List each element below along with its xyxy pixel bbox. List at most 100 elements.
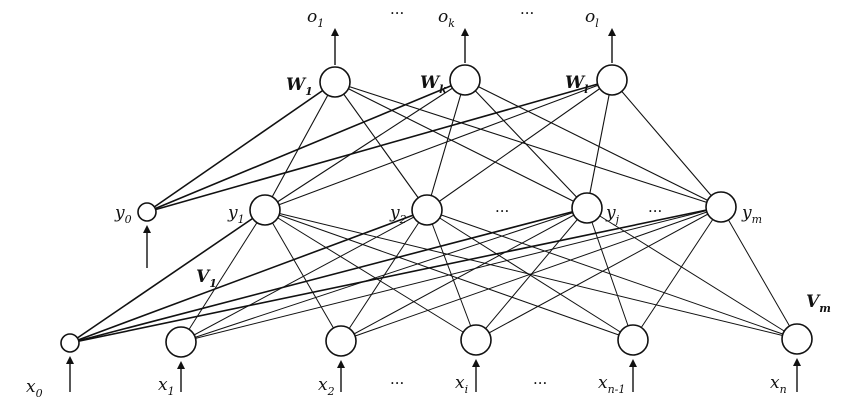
edge-input-to-hidden	[264, 209, 798, 340]
input-arrow	[472, 359, 480, 392]
edge-input-to-hidden	[264, 209, 634, 341]
hidden-label-m-base: y	[741, 203, 752, 223]
output-label-l: ol	[585, 7, 599, 30]
input-label-i: xi	[455, 373, 468, 396]
bias-input-arrow	[143, 225, 151, 268]
input-arrow	[337, 360, 345, 392]
input-label-1-base: x	[158, 375, 168, 395]
hidden-label-0-subscript: 0	[125, 213, 132, 226]
edge-hidden-to-output	[334, 81, 588, 209]
edge-input-to-hidden	[180, 209, 266, 343]
input-arrow	[66, 356, 74, 392]
edge-input-to-hidden	[69, 209, 428, 344]
input-weight-label-1-base: V	[196, 267, 211, 287]
edge-input-to-hidden	[475, 207, 588, 341]
hidden-neuron-1	[249, 194, 281, 226]
hidden-label-1-base: y	[227, 203, 238, 223]
input-label-2: x2	[318, 375, 335, 398]
edge-input-to-hidden	[426, 209, 798, 340]
edge-hidden-to-output	[146, 79, 466, 213]
edge-input-to-hidden	[69, 206, 722, 344]
input-label-0: x0	[26, 377, 43, 400]
hidden-label-2: y2	[389, 203, 407, 226]
edge-input-to-hidden	[340, 207, 588, 342]
output-label-k-base: o	[438, 7, 448, 27]
hidden-neuron-m	[705, 191, 737, 223]
output-label-1-base: o	[307, 7, 317, 27]
edge-hidden-to-output	[334, 81, 428, 211]
input-bias-neuron	[60, 333, 80, 353]
ellipsis-5: ···	[390, 374, 404, 392]
edge-hidden-to-output	[586, 79, 613, 209]
edge-input-to-hidden	[264, 209, 477, 341]
edge-input-to-hidden	[69, 209, 266, 344]
output-label-1: o1	[307, 7, 324, 30]
input-weight-label-1: V1	[196, 267, 217, 290]
output-neuron-k	[449, 64, 481, 96]
output-weight-label-k-base: W	[420, 73, 441, 93]
input-neuron-2	[325, 325, 357, 357]
hidden-label-0-base: y	[114, 203, 125, 223]
hidden-label-m: ym	[741, 203, 762, 226]
input-label-i-subscript: i	[465, 383, 469, 396]
output-label-1-subscript: 1	[317, 17, 324, 30]
input-label-n-subscript: n	[780, 383, 787, 396]
input-neuron-1	[165, 326, 197, 358]
input-weight-label-m: Vm	[806, 292, 831, 315]
output-weight-label-1-subscript: 1	[305, 85, 313, 98]
input-neuron-i	[460, 324, 492, 356]
input-label-0-subscript: 0	[36, 387, 43, 400]
hidden-label-j-subscript: j	[613, 213, 620, 226]
ellipsis-3: ···	[495, 202, 509, 220]
input-label-n-base: x	[770, 373, 780, 393]
hidden-neuron-j	[571, 192, 603, 224]
edge-hidden-to-output	[334, 81, 722, 208]
edge-input-to-hidden	[586, 207, 798, 340]
output-neuron-l	[596, 64, 628, 96]
input-weight-label-1-subscript: 1	[209, 277, 217, 290]
input-label-1: x1	[158, 375, 175, 398]
output-weight-label-1: W1	[286, 75, 313, 98]
hidden-label-2-subscript: 2	[399, 213, 407, 226]
input-arrow	[629, 359, 637, 392]
output-label-l-base: o	[585, 7, 595, 27]
output-label-k-subscript: k	[448, 17, 455, 30]
edge-hidden-to-output	[464, 79, 722, 208]
input-arrow	[793, 358, 801, 392]
output-weight-label-k-subscript: k	[439, 83, 447, 96]
input-neuron-n	[781, 323, 813, 355]
ellipsis-1: ···	[390, 4, 404, 22]
hidden-label-1: y1	[227, 203, 245, 226]
output-label-k: ok	[438, 7, 455, 30]
edge-hidden-to-output	[146, 81, 336, 213]
signal-arrows	[66, 28, 801, 392]
edge-hidden-to-output	[611, 79, 722, 208]
output-weight-label-1-base: W	[286, 75, 307, 95]
edge-hidden-to-output	[426, 79, 466, 211]
input-label-n: xn	[770, 373, 787, 396]
output-arrow	[331, 28, 339, 65]
ellipsis-4: ···	[648, 202, 662, 220]
input-label-1-subscript: 1	[168, 385, 175, 398]
hidden-label-j-base: y	[605, 203, 616, 223]
output-weight-label-k: Wk	[420, 73, 447, 96]
hidden-label-2-base: y	[389, 203, 400, 223]
input-weight-label-m-subscript: m	[819, 302, 831, 315]
output-label-l-subscript: l	[595, 17, 599, 30]
edge-input-to-hidden	[475, 206, 722, 341]
output-weight-label-l: Wl	[565, 73, 588, 96]
input-label-i-base: x	[455, 373, 465, 393]
input-label-n-1: xn-1	[598, 373, 625, 396]
input-neuron-n-1	[617, 324, 649, 356]
edge-hidden-to-output	[264, 79, 466, 211]
hidden-neuron-2	[411, 194, 443, 226]
edge-hidden-to-output	[264, 79, 613, 211]
ellipsis-6: ···	[533, 374, 547, 392]
input-label-n-1-subscript: n-1	[608, 383, 626, 396]
output-neuron-1	[319, 66, 351, 98]
edge-input-to-hidden	[69, 207, 588, 344]
input-label-n-1-base: x	[598, 373, 608, 393]
input-label-0-base: x	[26, 377, 36, 397]
